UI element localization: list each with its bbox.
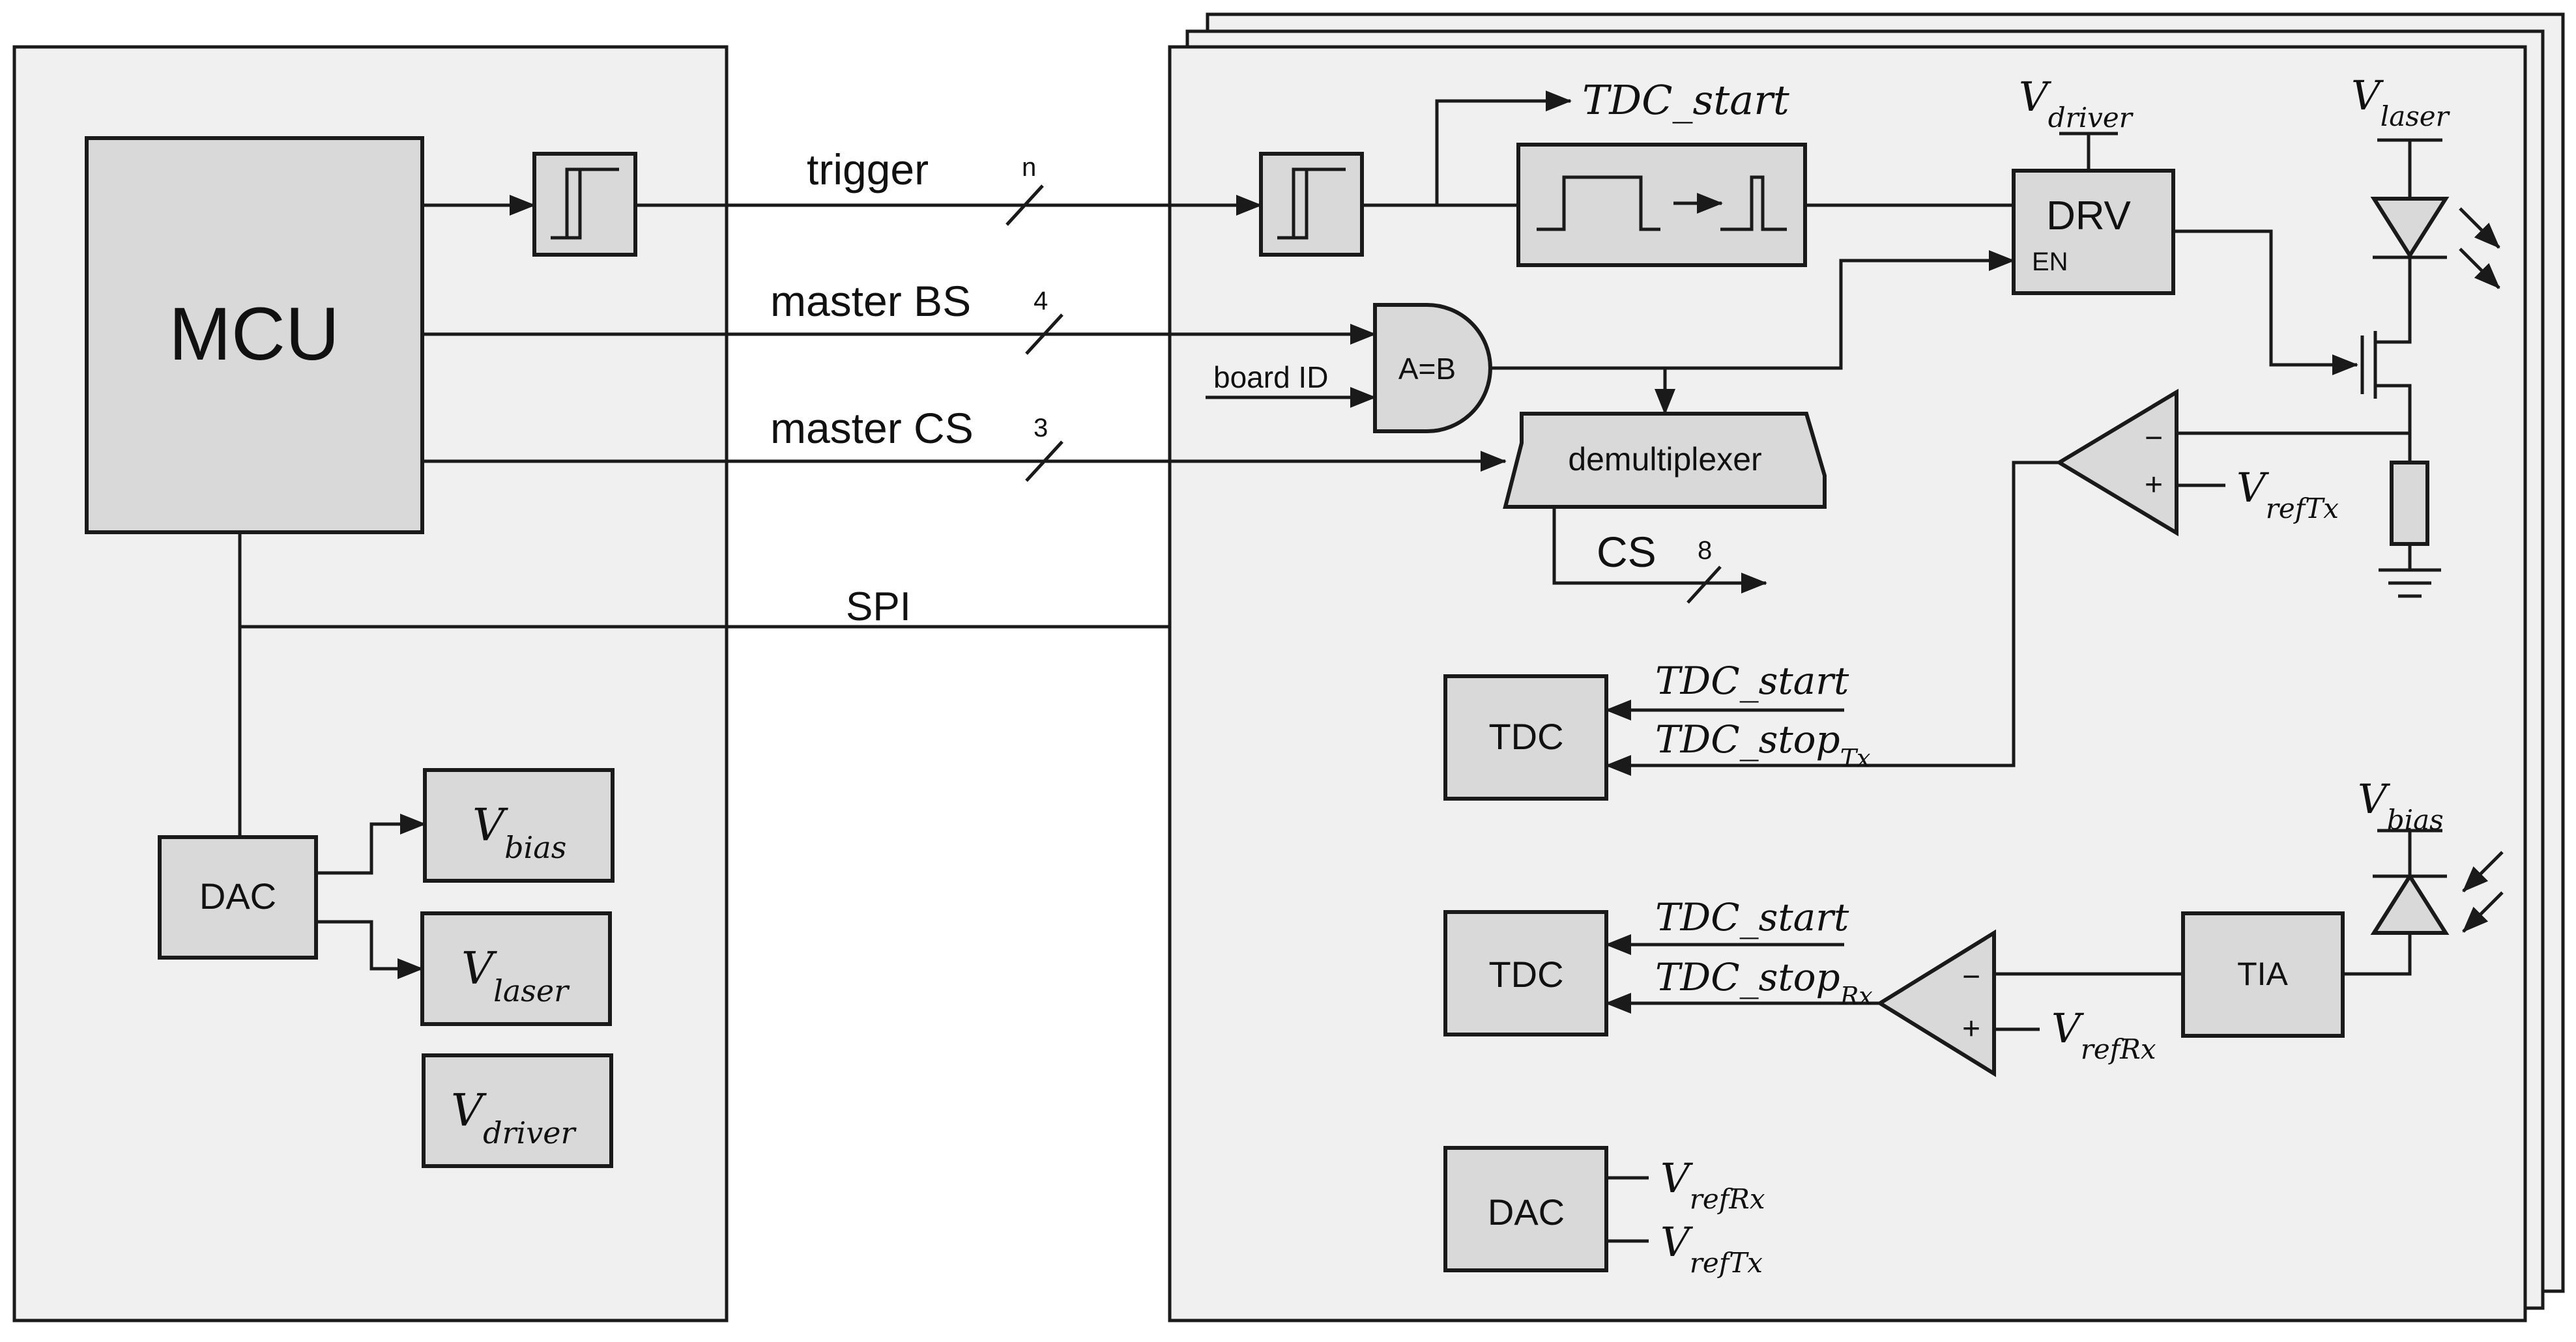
trigger-width: n	[1022, 153, 1036, 182]
tdc-rx-label: TDC	[1488, 954, 1563, 995]
vdriver-label: Vdriver	[451, 1085, 577, 1150]
master-cs-label: master CS	[770, 404, 974, 452]
drv-en-label: EN	[2032, 248, 2068, 276]
vdriver-box	[422, 1053, 613, 1168]
drv-label: DRV	[2046, 193, 2131, 238]
vdriver-supply-wire	[2059, 132, 2118, 171]
comparator-tx-minus: −	[2145, 421, 2163, 455]
cs-out-slash	[1686, 565, 1722, 604]
transistor-icon	[2360, 331, 2412, 430]
laser-emission-arrow-icon	[2459, 248, 2500, 289]
vlaser-box	[420, 911, 612, 1026]
tdc-rx-start-label: TDC_start	[1655, 895, 1849, 939]
light-in-arrow-icon	[2462, 851, 2504, 892]
drv-block	[2012, 169, 2175, 295]
comparator-tx-to-tdc-wire	[1605, 461, 2059, 776]
tdc-start-out-label: TDC_start	[1582, 76, 1789, 124]
channel-dac-block	[1443, 1146, 1608, 1272]
light-in-arrow-icon	[2462, 891, 2504, 933]
mcu-label: MCU	[169, 293, 340, 376]
mcu-block	[85, 136, 424, 534]
cs-out-width: 8	[1698, 536, 1712, 565]
vref-rx-label: VrefRx	[2051, 1005, 2156, 1065]
tdc-tx-start-label: TDC_start	[1655, 659, 1849, 703]
vbias-box	[423, 768, 615, 883]
board-id-label: board ID	[1213, 360, 1328, 394]
comparator-rx-plus: +	[1962, 1012, 1980, 1046]
trigger-bus-slash	[1006, 184, 1044, 226]
schmitt-symbol-icon	[551, 167, 619, 240]
demultiplexer-block	[1503, 412, 1827, 509]
comparator-label: A=B	[1398, 352, 1456, 386]
mcu-dac-block	[158, 835, 318, 960]
drv-to-gate-wire	[2173, 229, 2358, 375]
tdc-tx-label: TDC	[1488, 716, 1563, 757]
vref-tx-label: VrefTx	[2236, 464, 2339, 524]
cs-out-wire	[1552, 507, 1767, 593]
trigger-label: trigger	[807, 145, 929, 193]
cs-out-label: CS	[1597, 528, 1657, 576]
sense-resistor-icon	[2390, 461, 2429, 546]
vdriver-supply-label: Vdriver	[2019, 73, 2134, 134]
master-bs-slash	[1025, 313, 1064, 355]
tdc-rx-block	[1443, 910, 1608, 1036]
laser-emission-arrow-icon	[2459, 207, 2500, 249]
master-bs-label: master BS	[770, 277, 971, 325]
vbias-supply-wire	[2377, 829, 2442, 876]
mcu-dac-label: DAC	[199, 876, 276, 917]
tdc-tx-stop-label: TDC_stopTx	[1655, 717, 1870, 773]
tdc-start-branch-wire	[1435, 91, 1572, 205]
comparator-rx-minus: −	[1962, 960, 1980, 994]
dac-to-vlaser-wire	[316, 920, 424, 979]
comparator-tx-plus: +	[2145, 468, 2163, 502]
long-pulse-icon	[1537, 175, 1660, 231]
vlaser-label: Vlaser	[461, 943, 570, 1008]
master-cs-width: 3	[1034, 414, 1048, 442]
vlaser-supply-label: Vlaser	[2351, 72, 2451, 132]
photodiode-to-tia-wire	[2343, 933, 2412, 976]
master-bs-width: 4	[1034, 287, 1048, 315]
schmitt-symbol-icon	[1277, 167, 1346, 240]
tia-label: TIA	[2237, 956, 2288, 992]
spi-label: SPI	[846, 584, 911, 629]
laser-diode-icon	[2370, 197, 2450, 259]
vbias-label: Vbias	[472, 800, 566, 865]
vlaser-supply-wire	[2377, 138, 2442, 199]
comparator-gate	[1373, 303, 1492, 433]
ground-icon	[2379, 430, 2441, 598]
demultiplexer-label: demultiplexer	[1568, 441, 1761, 478]
comparator-rx-icon	[1876, 929, 1996, 1078]
dac-to-vbias-wire	[316, 814, 426, 875]
channel-dac-label: DAC	[1488, 1192, 1565, 1233]
tdc-tx-block	[1443, 674, 1608, 801]
tdc-rx-stop-label: TDC_stopRx	[1655, 955, 1873, 1010]
dac-vref-rx-label: VrefRx	[1660, 1154, 1765, 1215]
comparator-tx-icon	[2055, 388, 2178, 537]
dac-vref-tx-label: VrefTx	[1660, 1218, 1763, 1279]
master-cs-slash	[1025, 440, 1064, 482]
short-pulse-icon	[1720, 175, 1787, 231]
